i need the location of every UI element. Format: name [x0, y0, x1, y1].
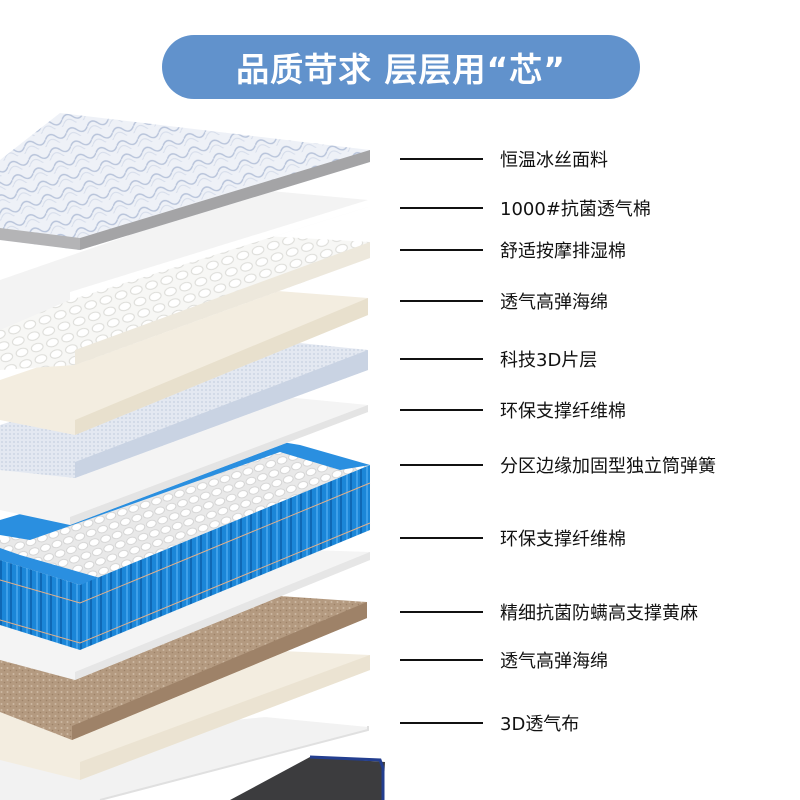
layer-label-row: 3D透气布	[400, 711, 579, 735]
leader-line	[400, 158, 483, 160]
leader-line	[400, 611, 483, 613]
layer-label: 1000#抗菌透气棉	[500, 199, 651, 220]
leader-line	[400, 659, 483, 661]
layer-label-row: 透气高弹海绵	[400, 289, 608, 313]
layer-label: 恒温冰丝面料	[500, 150, 608, 171]
layer-label-row: 科技3D片层	[400, 347, 597, 371]
leader-line	[400, 537, 483, 539]
layer-label: 透气高弹海绵	[500, 651, 608, 672]
layer-label-row: 恒温冰丝面料	[400, 147, 608, 171]
leader-line	[400, 207, 483, 209]
leader-line	[400, 464, 483, 466]
leader-line	[400, 358, 483, 360]
layer-label-row: 舒适按摩排湿棉	[400, 238, 626, 262]
layer-label: 3D透气布	[500, 714, 580, 735]
layer-label-row: 精细抗菌防螨高支撑黄麻	[400, 600, 698, 624]
layer-label: 精细抗菌防螨高支撑黄麻	[500, 603, 698, 624]
leader-line	[400, 300, 483, 302]
layer-label-row: 环保支撑纤维棉	[400, 526, 626, 550]
mattress-layers-illustration	[0, 100, 400, 800]
layer-label: 环保支撑纤维棉	[500, 529, 626, 550]
layer-label: 科技3D片层	[500, 350, 598, 371]
layer-label-row: 环保支撑纤维棉	[400, 398, 626, 422]
layer-label: 舒适按摩排湿棉	[500, 241, 626, 262]
title-banner: 品质苛求 层层用“芯”	[162, 35, 640, 99]
layer-label-row: 1000#抗菌透气棉	[400, 196, 651, 220]
page-title: 品质苛求 层层用“芯”	[236, 50, 566, 89]
leader-line	[400, 722, 483, 724]
layer-label-row: 透气高弹海绵	[400, 648, 608, 672]
layer-label-row: 分区边缘加固型独立筒弹簧	[400, 453, 716, 477]
leader-line	[400, 249, 483, 251]
leader-line	[400, 409, 483, 411]
layer-label: 透气高弹海绵	[500, 292, 608, 313]
layer-label: 分区边缘加固型独立筒弹簧	[500, 456, 716, 477]
layer-label: 环保支撑纤维棉	[500, 401, 626, 422]
